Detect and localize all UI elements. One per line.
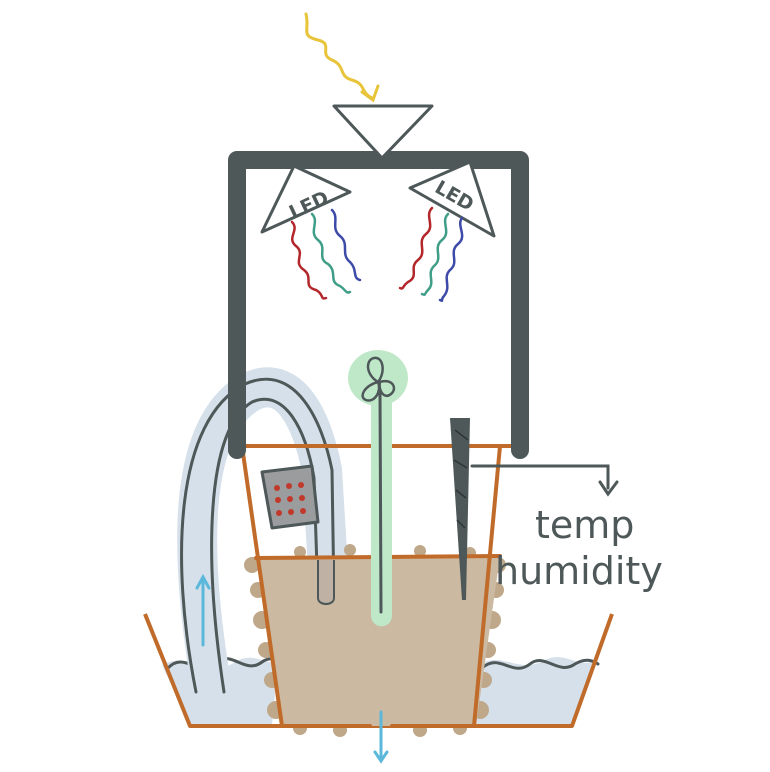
soil-block [256,556,500,726]
solar-collector-icon [332,104,434,160]
sun-ray-arrowhead [360,84,380,103]
sensor-label-temp: temp [535,503,634,547]
led-left: LED [260,164,352,234]
flow-up-arrow-icon [195,573,211,647]
sensor-connector [470,464,610,490]
led-right-light-waves [398,206,464,303]
water-surface-right [480,658,600,670]
sensor-probe-lines [453,429,469,529]
light-frame [228,151,529,459]
sensor-connector-arrow-icon [598,480,619,497]
sensor-probe [450,418,470,600]
water-reservoir-right [475,657,595,725]
sensor-label-humidity: humidity [495,549,663,593]
water-pipe-end [317,560,335,605]
sun-ray-icon [304,12,374,100]
led-left-light-waves [290,208,362,300]
plant-leaves-icon [361,356,396,402]
plant-stem [378,390,383,614]
led-right: LED [408,160,496,238]
drain-arrow-icon [373,710,389,764]
control-chip [260,464,320,530]
